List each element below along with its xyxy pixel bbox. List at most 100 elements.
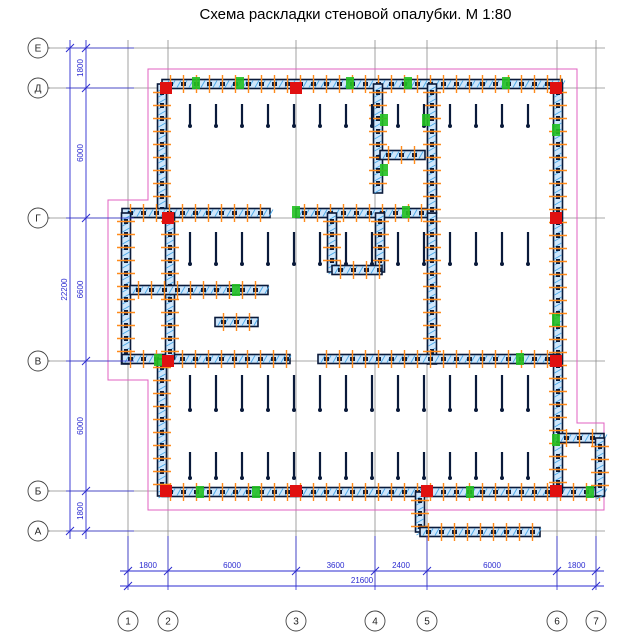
axis-bubble (27, 520, 49, 542)
panel-hatch (428, 176, 436, 182)
green-brace (502, 77, 510, 89)
wall-segment (295, 204, 436, 222)
panel-hatch (166, 239, 174, 245)
panel-hatch (524, 80, 530, 88)
panel-hatch (554, 410, 562, 416)
panel-hatch (210, 286, 216, 294)
panel-hatch (176, 488, 182, 496)
panel-hatch (356, 80, 362, 88)
prop-brace (474, 452, 478, 480)
axis-label: В (35, 357, 42, 368)
prop-base (526, 476, 530, 480)
axis-label: 4 (372, 617, 378, 628)
panel-hatch (554, 188, 562, 194)
green-brace (586, 486, 594, 498)
prop-brace (344, 375, 348, 412)
panel-hatch (398, 355, 404, 363)
panel-hatch (184, 209, 190, 217)
panel-hatch (428, 293, 436, 299)
panel-hatch (554, 254, 562, 260)
panel-hatch (214, 209, 220, 217)
panel-hatch (388, 209, 394, 217)
axis-bubble (27, 37, 49, 59)
panel-hatch (554, 98, 562, 104)
prop-base (318, 408, 322, 412)
prop-base (422, 262, 426, 266)
panel-hatch (346, 266, 352, 274)
panel-hatch (122, 263, 130, 269)
panel-hatch (398, 488, 404, 496)
panel-hatch (554, 398, 562, 404)
panel-hatch (536, 528, 542, 536)
panel-hatch (428, 251, 436, 257)
panel-hatch (370, 209, 376, 217)
prop-brace (214, 375, 218, 412)
panel-hatch (500, 355, 506, 363)
prop-base (214, 408, 218, 412)
dim-tick (123, 581, 133, 591)
prop-base (474, 476, 478, 480)
dim-label-horizontal: 2400 (392, 561, 410, 570)
axis-label: А (35, 527, 42, 538)
panel-hatch (554, 302, 562, 308)
panel-hatch (274, 355, 280, 363)
panel-hatch (122, 305, 130, 311)
prop-brace (318, 104, 322, 128)
dim-tick (65, 43, 75, 53)
panel-hatch (524, 355, 530, 363)
panel-hatch (238, 355, 244, 363)
prop-base (448, 262, 452, 266)
axis-col-marker: 2 (157, 610, 179, 632)
panel-hatch (158, 385, 166, 391)
panel-hatch (122, 329, 130, 335)
panel-hatch (554, 476, 562, 482)
axis-bubble (546, 610, 568, 632)
prop-brace (214, 104, 218, 128)
prop-base (422, 476, 426, 480)
dim-tick (65, 526, 75, 536)
panel-hatch (158, 158, 166, 164)
panel-hatch (470, 80, 476, 88)
prop-brace (214, 452, 218, 480)
axis-bubble (117, 610, 139, 632)
column (160, 485, 172, 497)
panel-hatch (236, 488, 242, 496)
panel-hatch (392, 80, 398, 88)
panel-hatch (554, 158, 562, 164)
dim-tick (163, 566, 173, 576)
prop-brace (266, 375, 270, 412)
prop-brace (474, 375, 478, 412)
panel-hatch (416, 506, 424, 512)
panel-hatch (196, 355, 202, 363)
prop-brace (370, 452, 374, 480)
wall-segment (411, 491, 429, 536)
column (290, 82, 302, 94)
panel-hatch (368, 355, 374, 363)
panel-hatch (428, 341, 436, 347)
panel-hatch (158, 409, 166, 415)
green-brace (196, 486, 204, 498)
prop-base (318, 476, 322, 480)
panel-hatch (314, 488, 320, 496)
panel-hatch (536, 80, 542, 88)
panel-hatch (554, 266, 562, 272)
panel-hatch (122, 341, 130, 347)
green-brace (252, 486, 260, 498)
panel-hatch (374, 146, 382, 152)
dim-label-vertical: 6600 (76, 280, 85, 298)
dim-label-horizontal: 1800 (139, 561, 157, 570)
green-brace (552, 314, 560, 326)
axis-bubble (27, 350, 49, 372)
panel-hatch (398, 80, 404, 88)
dim-tick (422, 566, 432, 576)
panel-hatch (158, 176, 166, 182)
panel-hatch (428, 275, 436, 281)
prop-brace (240, 104, 244, 128)
panel-hatch (374, 98, 382, 104)
panel-hatch (250, 355, 256, 363)
panel-hatch (374, 188, 382, 194)
panel-hatch (428, 287, 436, 293)
prop-base (370, 476, 374, 480)
panel-hatch (122, 287, 130, 293)
